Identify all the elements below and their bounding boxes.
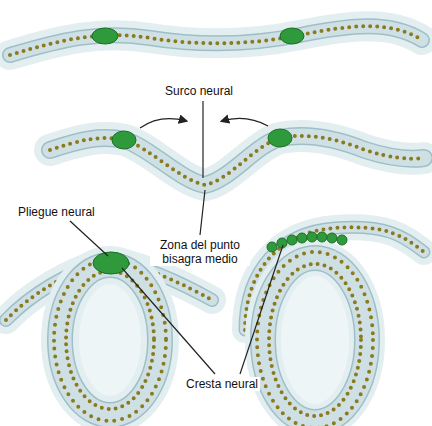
label: Pliegue neural (16, 205, 97, 219)
label: Cresta neural (184, 377, 260, 391)
label: Zona del punto bisagra medio (150, 238, 250, 266)
label: Surco neural (163, 84, 235, 98)
